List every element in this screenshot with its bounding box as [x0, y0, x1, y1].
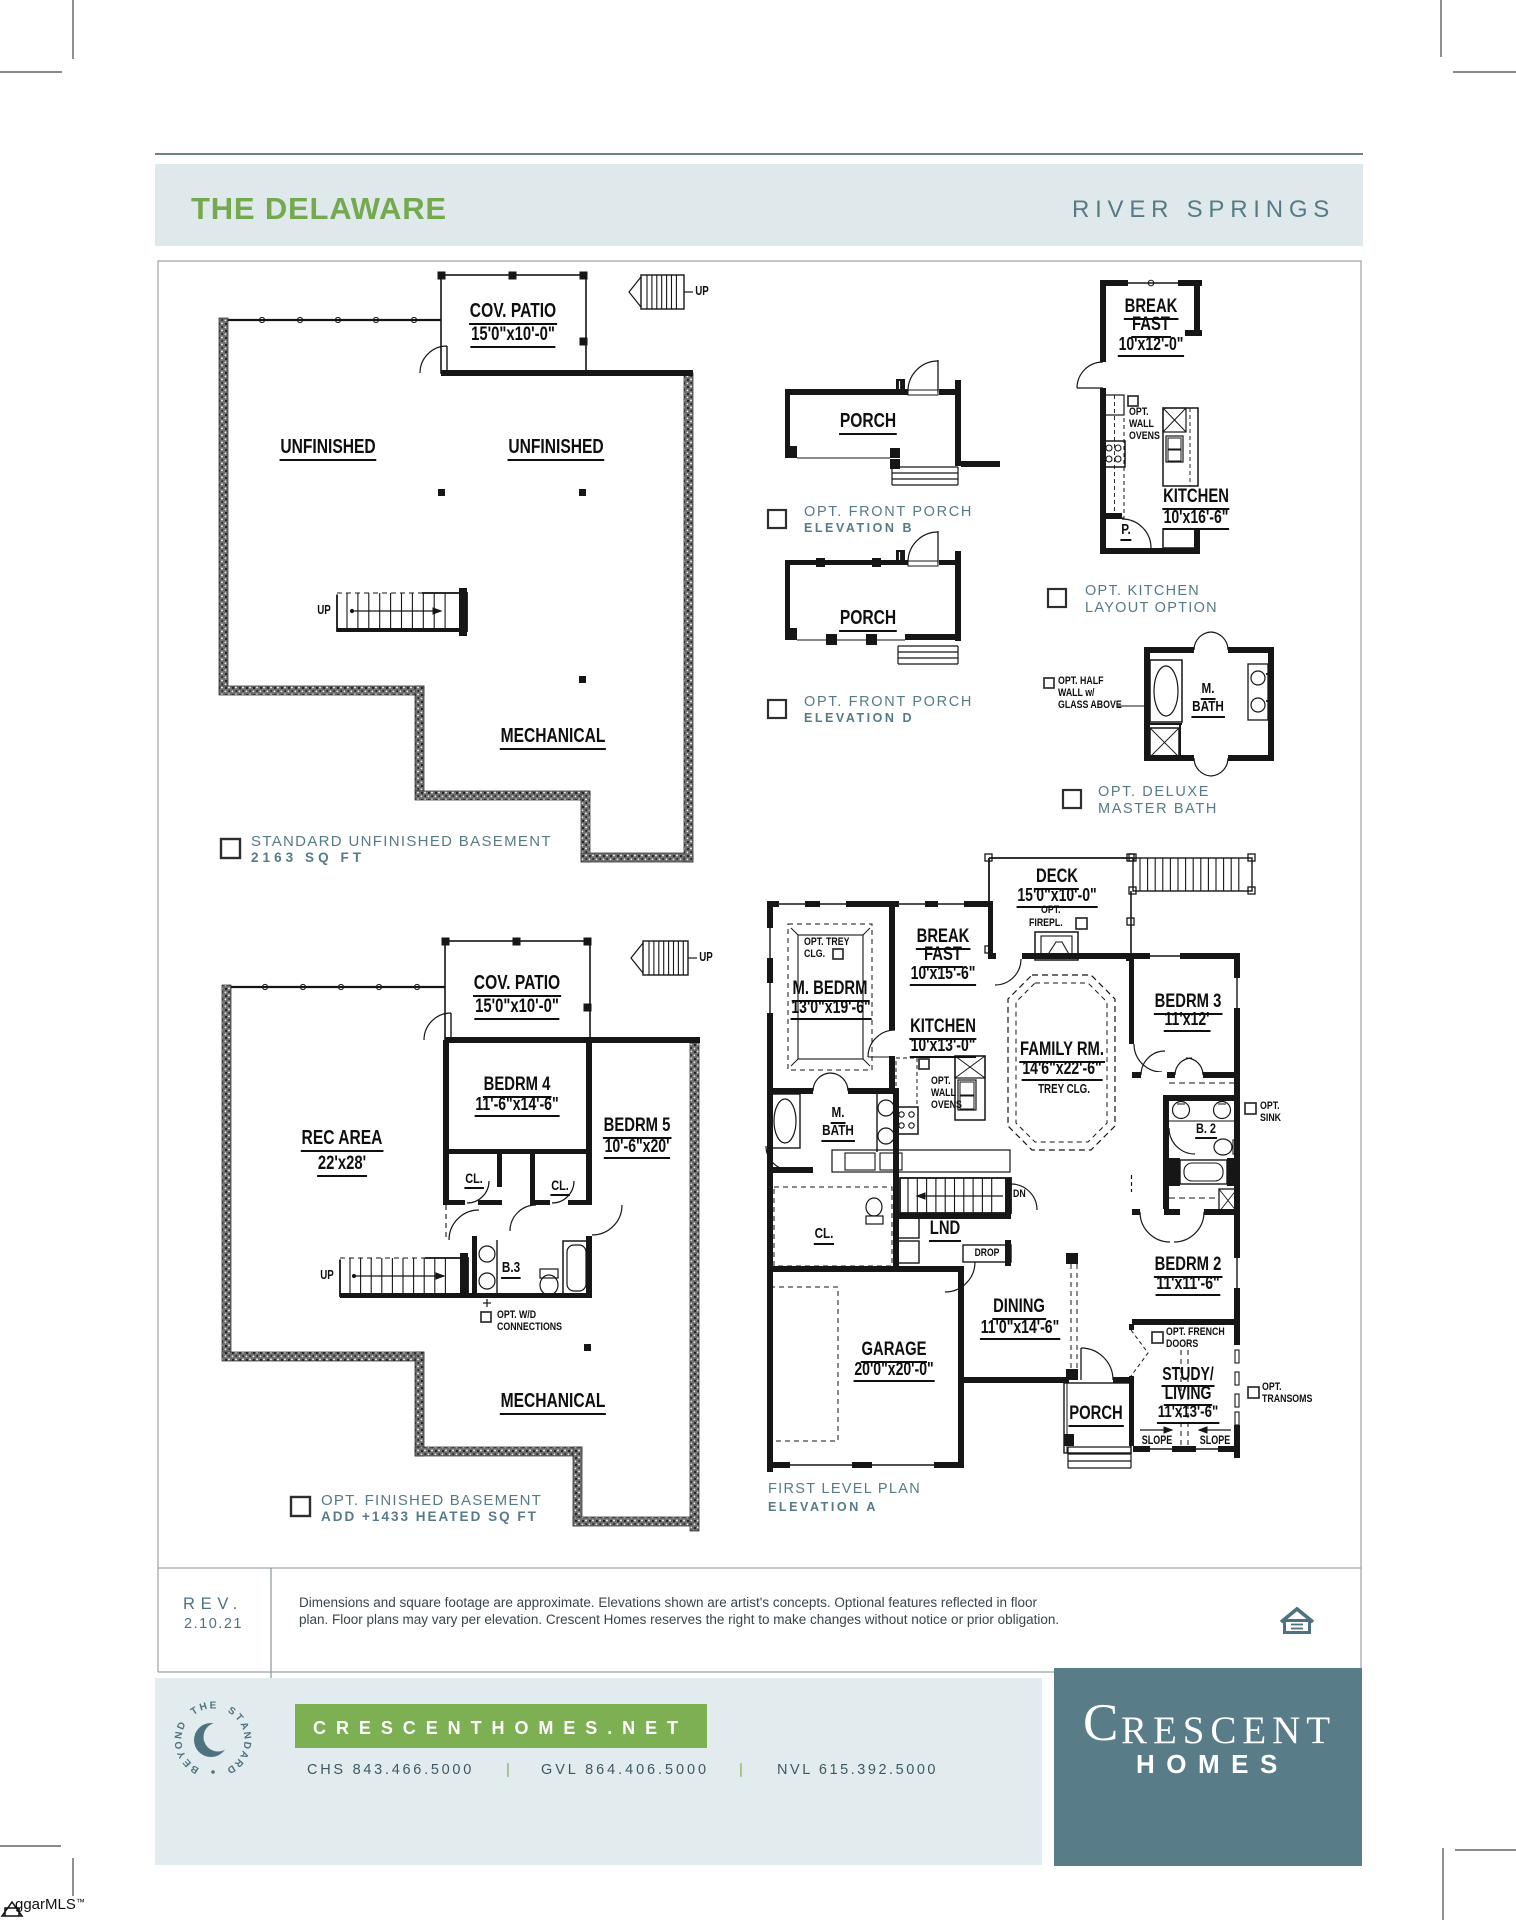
svg-text:S: S	[226, 1705, 238, 1718]
svg-text:H: H	[198, 1701, 208, 1714]
svg-text:B: B	[189, 1762, 201, 1775]
svg-text:O: O	[173, 1740, 185, 1750]
svg-text:Y: Y	[176, 1749, 189, 1760]
svg-text:A: A	[237, 1749, 250, 1760]
svg-text:T: T	[233, 1712, 245, 1724]
svg-text:T: T	[189, 1705, 200, 1718]
svg-text:D: D	[225, 1762, 237, 1775]
svg-text:D: D	[175, 1721, 188, 1732]
svg-text:E: E	[210, 1701, 217, 1712]
svg-text:N: N	[173, 1731, 185, 1740]
svg-text:A: A	[238, 1721, 251, 1732]
svg-text:D: D	[241, 1741, 253, 1750]
svg-text:N: N	[241, 1731, 253, 1740]
